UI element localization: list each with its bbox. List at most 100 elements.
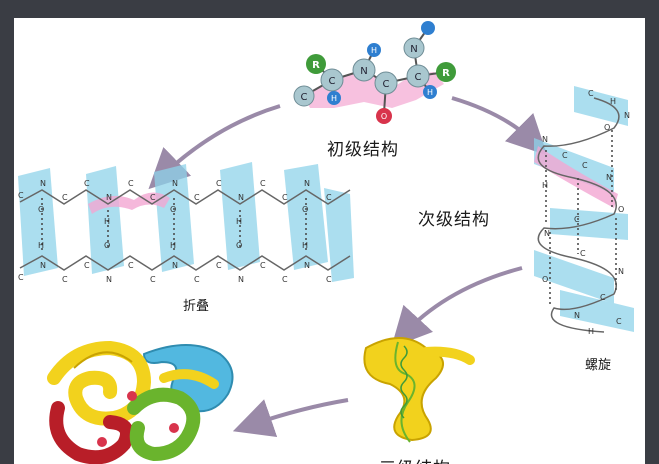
svg-text:N: N — [304, 179, 310, 188]
atom-n2 — [403, 37, 425, 59]
svg-text:H: H — [610, 97, 616, 106]
svg-text:C: C — [600, 293, 606, 302]
svg-text:N: N — [304, 261, 310, 270]
svg-text:H: H — [588, 327, 594, 336]
atom-c3 — [406, 64, 430, 88]
svg-text:C: C — [128, 261, 134, 270]
svg-text:C: C — [84, 261, 90, 270]
svg-text:N: N — [106, 193, 112, 202]
protein-structure-diagram: R C C H N H C O C N H R — [18, 21, 634, 464]
svg-text:C: C — [260, 179, 266, 188]
label-secondary-structure: 次级结构 — [418, 210, 490, 230]
svg-text:N: N — [606, 173, 612, 182]
svg-text:C: C — [18, 191, 24, 200]
arrow-helix-to-tertiary — [391, 266, 523, 348]
svg-text:C: C — [574, 215, 580, 224]
svg-text:C: C — [588, 89, 594, 98]
svg-text:N: N — [544, 229, 550, 238]
arrow-tertiary-to-quaternary — [232, 398, 349, 438]
svg-text:O: O — [236, 241, 242, 250]
primary-structure-molecule: R C C H N H C O C N H R — [293, 21, 456, 124]
svg-text:O: O — [618, 205, 624, 214]
arrow-primary-to-fold — [148, 104, 281, 190]
svg-text:C: C — [580, 249, 586, 258]
atom-c-left-label: C — [301, 92, 308, 103]
quaternary-structure — [47, 340, 234, 464]
svg-text:N: N — [542, 135, 548, 144]
atom-n1-label: N — [360, 66, 367, 77]
sheet-highlight — [88, 192, 170, 214]
atom-o1 — [376, 108, 392, 124]
atom-r-right-label: R — [442, 68, 450, 79]
svg-text:H: H — [38, 241, 44, 250]
svg-text:N: N — [172, 179, 178, 188]
svg-text:O: O — [104, 241, 110, 250]
svg-text:O: O — [170, 205, 176, 214]
svg-text:N: N — [106, 275, 112, 284]
svg-text:C: C — [194, 275, 200, 284]
svg-text:H: H — [302, 241, 308, 250]
svg-text:C: C — [282, 275, 288, 284]
svg-text:O: O — [38, 205, 44, 214]
svg-text:C: C — [128, 179, 134, 188]
atom-c2-label: C — [383, 79, 390, 90]
svg-text:N: N — [40, 261, 46, 270]
atom-r-left — [306, 54, 326, 74]
svg-text:N: N — [574, 311, 580, 320]
atom-o1-label: O — [381, 112, 387, 121]
atom-h3 — [423, 85, 437, 99]
svg-text:H: H — [542, 181, 548, 190]
svg-text:H: H — [104, 217, 110, 226]
label-fold: 折叠 — [183, 299, 210, 314]
svg-text:C: C — [562, 151, 568, 160]
svg-text:C: C — [62, 275, 68, 284]
svg-text:N: N — [238, 193, 244, 202]
svg-text:C: C — [326, 193, 332, 202]
svg-text:O: O — [604, 123, 610, 132]
label-helix: 螺旋 — [585, 358, 612, 373]
diagram-canvas: R C C H N H C O C N H R — [14, 18, 645, 464]
atom-n2-label: N — [410, 44, 417, 55]
svg-text:C: C — [84, 179, 90, 188]
atom-c3-label: C — [415, 72, 422, 83]
svg-text:C: C — [260, 261, 266, 270]
label-primary-structure: 初级结构 — [327, 140, 399, 160]
atom-h2-label: H — [371, 46, 377, 55]
atom-h-top — [421, 21, 435, 35]
svg-text:C: C — [616, 317, 622, 326]
atom-h3-label: H — [427, 88, 433, 97]
svg-text:O: O — [542, 275, 548, 284]
svg-text:C: C — [216, 179, 222, 188]
svg-text:N: N — [40, 179, 46, 188]
atom-h1 — [327, 91, 341, 105]
svg-text:N: N — [172, 261, 178, 270]
arrow-primary-to-helix — [451, 96, 548, 156]
atom-h1-label: H — [331, 94, 337, 103]
atom-n1 — [352, 58, 376, 82]
beta-sheet: C N C C N C C N C C N C C N C C N C C N C C N C C N C C N C O H… — [18, 162, 354, 284]
svg-text:H: H — [170, 241, 176, 250]
label-tertiary-structure: 三级结构 — [379, 454, 451, 464]
atom-c1 — [320, 68, 344, 92]
svg-text:N: N — [618, 267, 624, 276]
atom-r-left-label: R — [312, 60, 320, 71]
svg-text:N: N — [238, 275, 244, 284]
svg-text:C: C — [216, 261, 222, 270]
atom-r-right — [436, 62, 456, 82]
atom-h2 — [367, 43, 381, 57]
svg-text:C: C — [282, 193, 288, 202]
atom-c1-label: C — [329, 76, 336, 87]
svg-text:C: C — [150, 193, 156, 202]
svg-text:C: C — [194, 193, 200, 202]
svg-text:C: C — [62, 193, 68, 202]
tertiary-structure — [363, 337, 475, 443]
atom-c2 — [374, 71, 398, 95]
svg-text:C: C — [18, 273, 24, 282]
svg-text:C: C — [326, 275, 332, 284]
svg-text:C: C — [582, 161, 588, 170]
atom-c-left — [293, 85, 315, 107]
svg-text:H: H — [236, 217, 242, 226]
helix-highlight — [534, 146, 618, 208]
svg-text:C: C — [150, 275, 156, 284]
